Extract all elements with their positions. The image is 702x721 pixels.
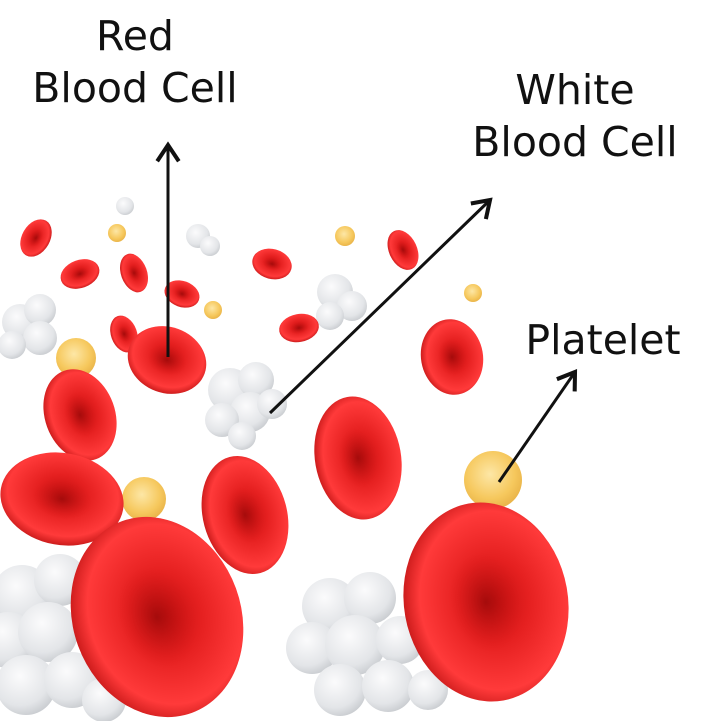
red-blood-cell [381,225,424,275]
red-blood-cell [415,314,489,400]
white-blood-cell [205,362,287,450]
platelet-label: Platelet [508,314,698,366]
red-blood-cell-label: Red Blood Cell [0,10,270,114]
red-blood-cell [305,389,411,526]
white-blood-cell-label: White Blood Cell [450,64,700,168]
platelet [122,477,166,521]
white-blood-cell-label-line2: Blood Cell [450,116,700,168]
platelet-arrow [499,372,575,482]
red-blood-cell [115,250,153,296]
red-blood-cell-label-line1: Red [0,10,270,62]
platelet [464,284,482,302]
white-blood-cell-label-line1: White [450,64,700,116]
red-blood-cell-label-line2: Blood Cell [0,62,270,114]
red-blood-cell [277,311,321,346]
platelet [335,226,355,246]
platelet [204,301,222,319]
red-blood-cell [249,244,295,283]
red-blood-cell [56,254,103,294]
red-blood-cell [14,214,58,263]
platelet-label-text: Platelet [508,314,698,366]
white-blood-cell [316,274,367,330]
platelet [108,224,126,242]
white-blood-cell [0,294,57,359]
